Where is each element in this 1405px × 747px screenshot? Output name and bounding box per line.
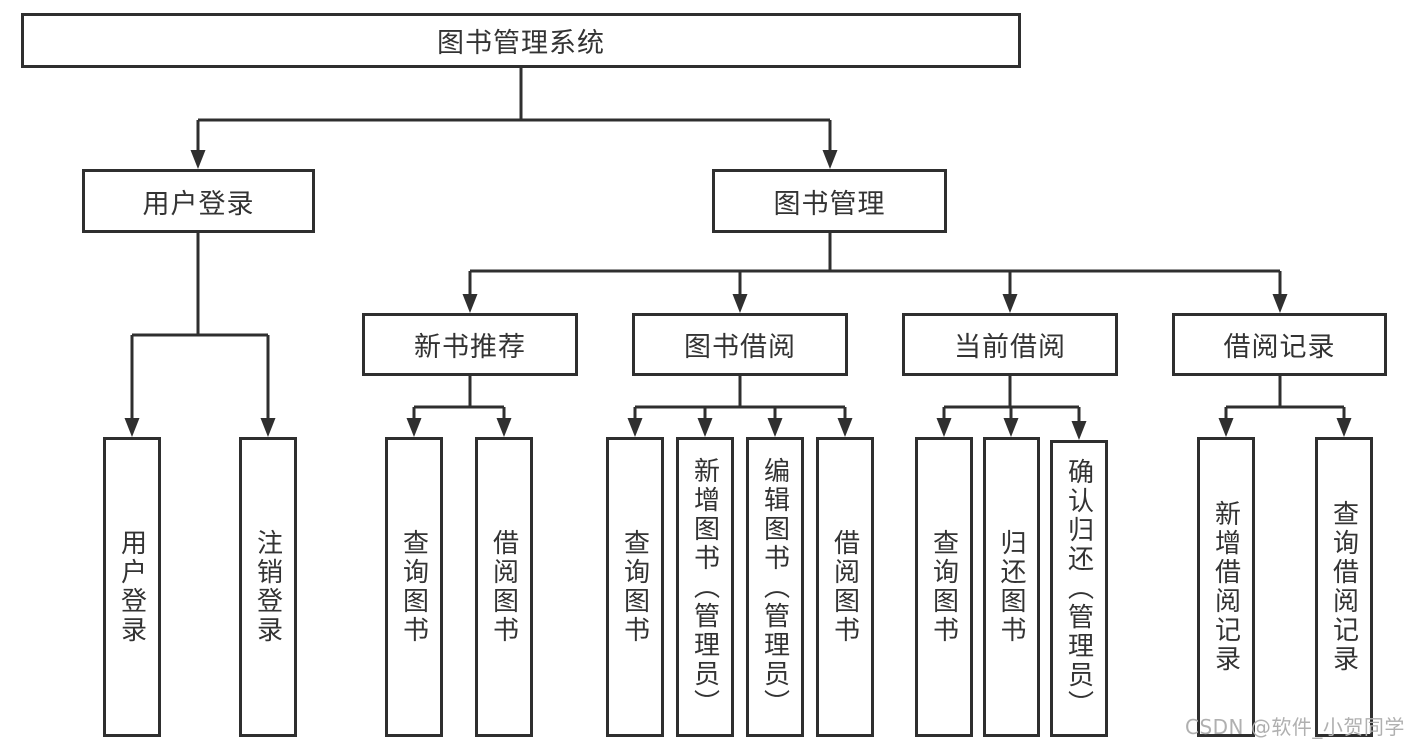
leaf-edit-book-admin: 编辑图书（管理员） — [746, 437, 804, 737]
node-book-management: 图书管理 — [712, 169, 947, 233]
arrowhead — [732, 294, 748, 313]
node-current-borrowing: 当前借阅 — [902, 313, 1118, 376]
node-book-borrowing: 图书借阅 — [632, 313, 848, 376]
arrowhead — [496, 418, 512, 437]
leaf-confirm-return-admin: 确认归还（管理员） — [1050, 440, 1108, 737]
arrowhead — [1336, 418, 1352, 437]
arrowhead — [1218, 418, 1234, 437]
connector-book-mgmt-group — [468, 233, 1282, 296]
leaf-logout: 注销登录 — [239, 437, 297, 737]
node-new-book-recommend: 新书推荐 — [362, 313, 578, 376]
arrowhead — [406, 418, 422, 437]
arrowhead — [697, 418, 713, 437]
leaf-user-login: 用户登录 — [103, 437, 161, 737]
arrowhead — [462, 294, 478, 313]
node-user-login: 用户登录 — [82, 169, 315, 233]
arrowhead — [837, 418, 853, 437]
leaf-add-borrow-record: 新增借阅记录 — [1197, 437, 1255, 737]
connector-current-borrow-group — [942, 376, 1081, 424]
leaf-query-book-under-recommend: 查询图书 — [385, 437, 443, 737]
arrowhead — [260, 418, 276, 437]
connector-root-to-level2 — [196, 68, 832, 152]
arrowheads — [124, 150, 1352, 440]
leaf-add-book-admin: 新增图书（管理员） — [676, 437, 734, 737]
arrowhead — [767, 418, 783, 437]
leaf-query-borrow-record: 查询借阅记录 — [1315, 437, 1373, 737]
node-library-management-system: 图书管理系统 — [21, 13, 1021, 68]
leaf-borrow-book-under-recommend: 借阅图书 — [475, 437, 533, 737]
arrowhead — [124, 418, 140, 437]
arrowhead — [1002, 294, 1018, 313]
arrowhead — [627, 418, 643, 437]
connector-borrow-records-group — [1224, 376, 1346, 422]
leaf-query-book-under-borrowing: 查询图书 — [606, 437, 664, 737]
node-borrowing-records: 借阅记录 — [1172, 313, 1387, 376]
arrowhead — [1003, 418, 1019, 437]
arrowhead — [190, 150, 206, 169]
arrowhead — [1071, 421, 1087, 440]
connector-book-borrow-group — [633, 376, 847, 422]
leaf-return-book: 归还图书 — [983, 437, 1040, 737]
leaf-borrow-book-under-borrowing: 借阅图书 — [816, 437, 874, 737]
arrowhead — [822, 150, 838, 169]
arrowhead — [936, 418, 952, 437]
connector-user-login-group — [130, 233, 270, 422]
leaf-query-book-under-current: 查询图书 — [915, 437, 973, 737]
arrowhead — [1272, 294, 1288, 313]
connector-new-book-rec-group — [412, 376, 506, 422]
watermark: CSDN @软件_小贺同学 — [1185, 715, 1405, 739]
